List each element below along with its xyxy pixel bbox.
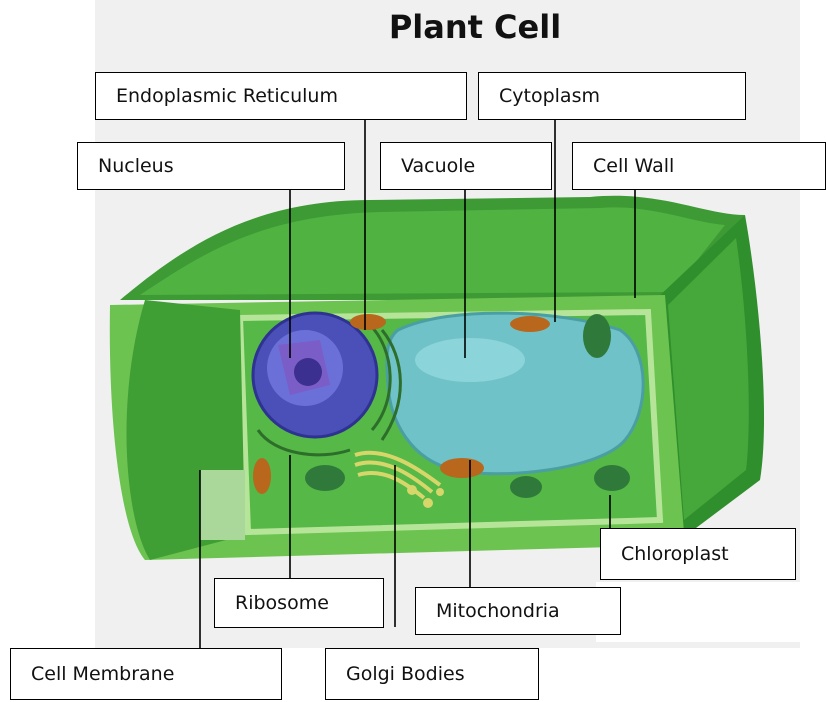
mitochondrion-1 — [350, 314, 386, 330]
label-nucleus: Nucleus — [77, 142, 345, 190]
label-cytoplasm: Cytoplasm — [478, 72, 746, 120]
label-golgi-bodies: Golgi Bodies — [325, 648, 539, 700]
mitochondrion-2 — [510, 316, 550, 332]
label-mitochondria: Mitochondria — [415, 587, 621, 635]
mitochondrion-4 — [253, 458, 271, 494]
cell-wall-top-highlight — [140, 207, 725, 295]
diagram-title: Plant Cell — [300, 8, 650, 46]
chloroplast-4 — [594, 465, 630, 491]
white-mask — [596, 582, 800, 642]
label-ribosome: Ribosome — [214, 578, 384, 628]
label-cell-wall: Cell Wall — [572, 142, 826, 190]
chloroplast-3 — [510, 476, 542, 498]
mitochondrion-3 — [440, 458, 484, 478]
label-vacuole: Vacuole — [380, 142, 552, 190]
label-chloroplast: Chloroplast — [600, 528, 796, 580]
cut-step — [200, 470, 245, 540]
chloroplast-1 — [583, 314, 611, 358]
label-endoplasmic-reticulum: Endoplasmic Reticulum — [95, 72, 467, 120]
label-cell-membrane: Cell Membrane — [10, 648, 282, 700]
chloroplast-2 — [305, 465, 345, 491]
